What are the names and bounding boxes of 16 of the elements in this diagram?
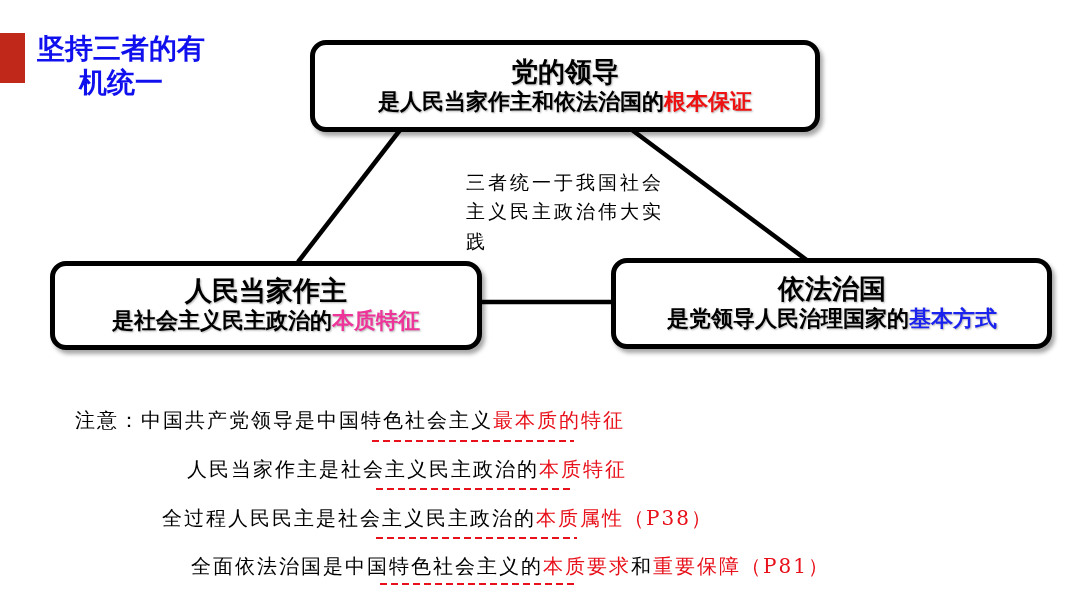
rounded-box (611, 258, 1052, 349)
note-line: 人民当家作主是社会主义民主政治的本质特征 (187, 457, 627, 481)
rounded-box (50, 261, 482, 350)
box-description: 是社会主义民主政治的本质特征 (112, 307, 420, 336)
note-line: 全面依法治国是中国特色社会主义的本质要求和重要保障（P81） (191, 554, 830, 578)
note-line: 全过程人民民主是社会主义民主政治的本质属性（P38） (162, 506, 713, 530)
note-line: 注意：中国共产党领导是中国特色社会主义最本质的特征 (75, 408, 625, 432)
title: 坚持三者的有机统一 (36, 32, 206, 100)
rounded-box (310, 40, 820, 132)
box-heading: 依法治国 (777, 273, 886, 306)
box-heading: 人民当家作主 (185, 275, 347, 308)
box-heading: 党的领导 (511, 55, 619, 88)
center-note: 三者统一于我国社会主义民主政治伟大实践 (466, 170, 665, 254)
box-description: 是党领导人民治理国家的基本方式 (666, 305, 997, 334)
connector-line (480, 299, 612, 305)
box-description: 是人民当家作主和依法治国的根本保证 (378, 87, 752, 116)
